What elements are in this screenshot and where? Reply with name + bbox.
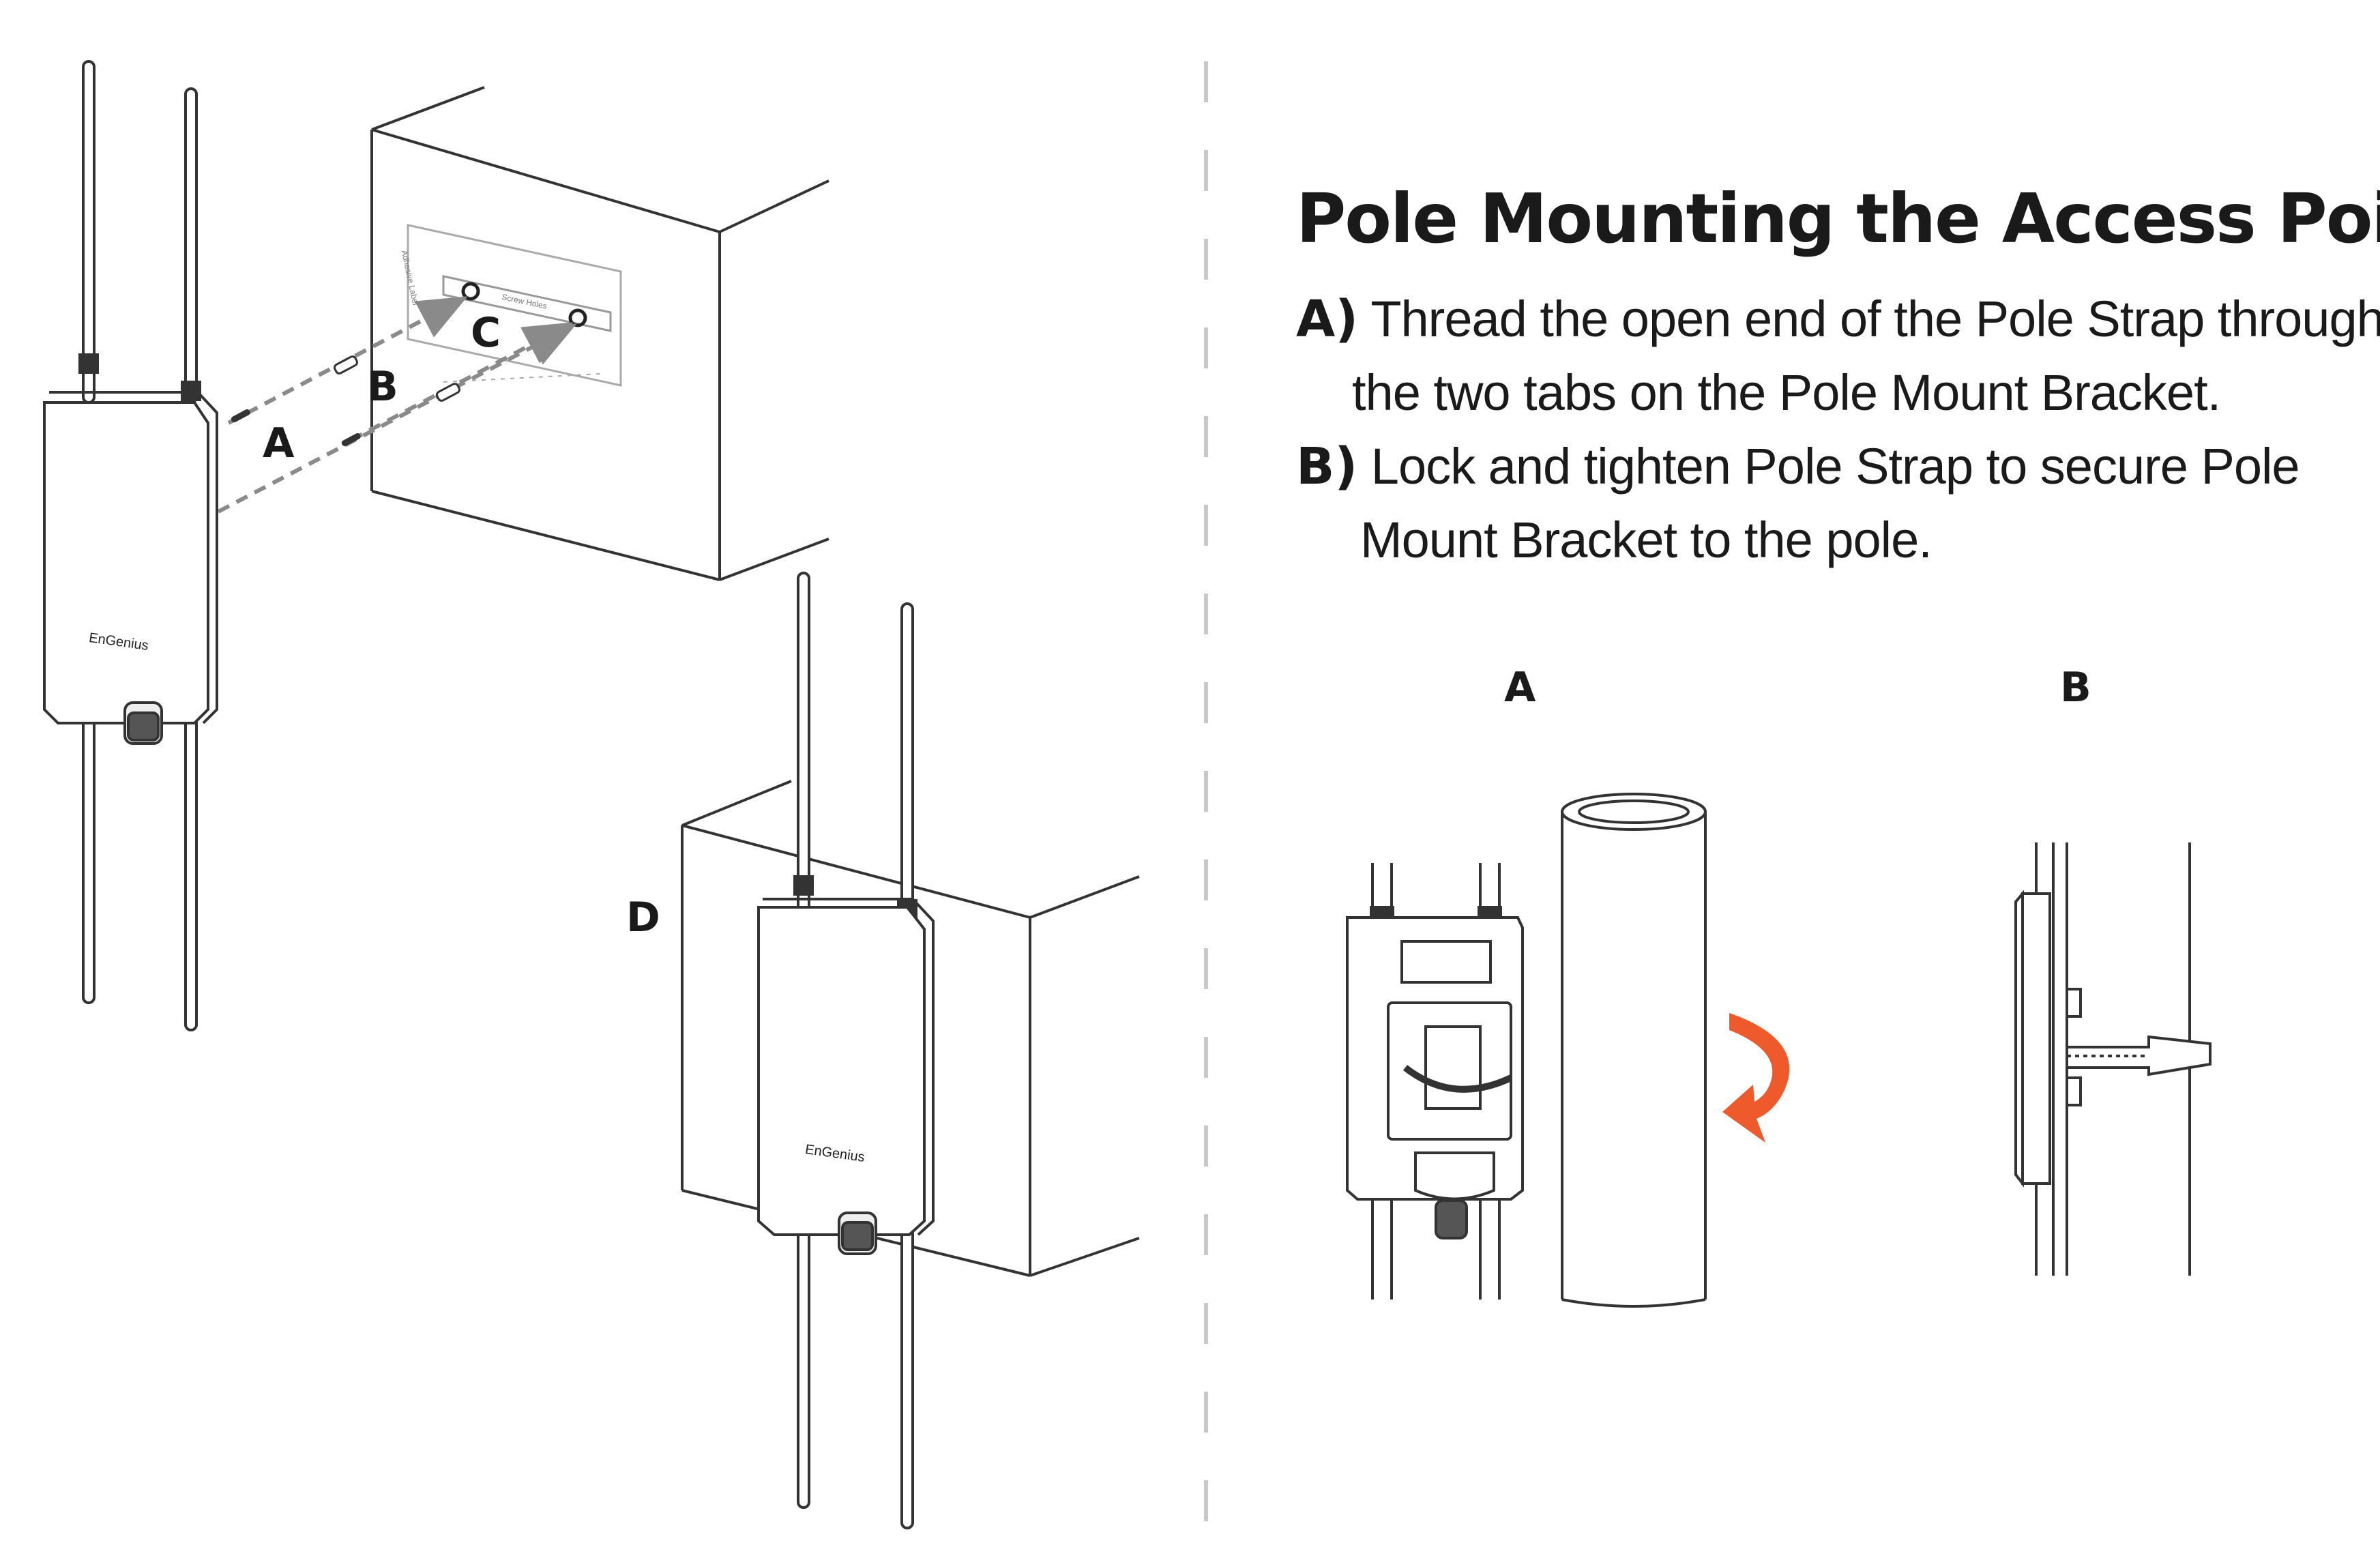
rotation-arrow	[1722, 1013, 1790, 1143]
pole-label-b: B	[2060, 664, 2091, 711]
step-b-line1: B) Lock and tighten Pole Strap to secure…	[1296, 437, 2300, 496]
access-point-left	[43, 60, 218, 1031]
mounting-template	[407, 224, 622, 387]
step-b-text1: Lock and tighten Pole Strap to secure Po…	[1370, 438, 2300, 495]
step-b-key: B)	[1296, 437, 1358, 496]
pole-label-a: A	[1504, 664, 1536, 711]
screw-hole-right	[568, 308, 587, 327]
screw-hole-left	[461, 282, 480, 301]
wall-label-c: C	[471, 309, 501, 357]
page-title: Pole Mounting the Access Point	[1296, 179, 2380, 259]
step-a-key: A)	[1296, 290, 1359, 349]
step-b-line2: Mount Bracket to the pole.	[1360, 512, 1933, 568]
step-a-line1: A) Thread the open end of the Pole Strap…	[1296, 290, 2380, 349]
step-a-line2: the two tabs on the Pole Mount Bracket.	[1352, 364, 2221, 421]
wall-label-b: B	[367, 363, 398, 411]
wall-block-top	[370, 86, 829, 581]
screws	[231, 355, 461, 447]
wall-label-d: D	[626, 894, 660, 941]
access-point-mounted	[757, 572, 935, 1529]
step-a-text1: Thread the open end of the Pole Strap th…	[1370, 291, 2380, 347]
wall-label-a: A	[263, 420, 295, 467]
pole-step-b	[2014, 842, 2212, 1276]
pole-step-a	[1346, 793, 1707, 1308]
